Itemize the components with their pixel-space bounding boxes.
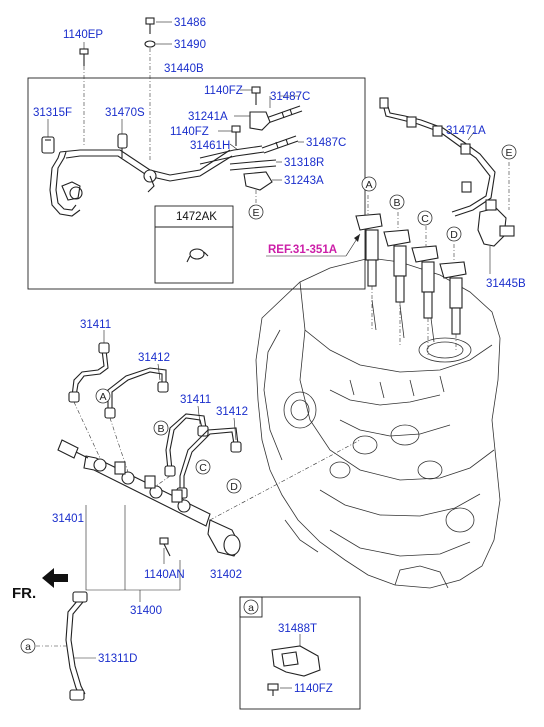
common-rail-31400 [83, 455, 211, 527]
label-1140fz-c: 1140FZ [294, 683, 333, 695]
label-31412-b: 31412 [216, 406, 248, 418]
svg-text:C: C [199, 462, 207, 474]
return-hose-31440b [49, 149, 233, 217]
bolt-1140fz-b-icon [231, 125, 241, 146]
marker-B-top: B [389, 194, 405, 210]
label-31488t: 31488T [278, 623, 317, 635]
label-1140ep: 1140EP [63, 29, 103, 41]
injector-b [383, 229, 411, 303]
detail-a-header [239, 596, 263, 618]
label-31243a: 31243A [284, 175, 324, 187]
clip-1472ak-icon [186, 248, 209, 263]
label-31401: 31401 [52, 513, 84, 525]
label-1140an: 1140AN [144, 569, 185, 581]
label-31445b: 31445B [486, 278, 526, 290]
label-31318r: 31318R [284, 157, 324, 169]
label-1140fz-a: 1140FZ [204, 85, 243, 97]
svg-text:E: E [505, 147, 512, 159]
valve-31402-icon [207, 519, 241, 557]
marker-D-top: D [446, 226, 462, 242]
marker-C-pipe: C [195, 459, 211, 475]
svg-text:A: A [365, 179, 372, 191]
hose-31487c-upper [265, 105, 303, 124]
svg-text:a: a [248, 602, 254, 614]
engine-block [255, 257, 501, 589]
ref-arrowhead [354, 234, 360, 242]
injector-d [439, 261, 467, 335]
svg-text:a: a [25, 641, 31, 653]
injector-a [355, 213, 383, 287]
label-31461h: 31461H [190, 140, 230, 152]
bracket-31488t-icon [271, 645, 321, 677]
marker-D-pipe: D [226, 478, 242, 494]
marker-A-pipe: A [95, 388, 111, 404]
marker-a-box: a [243, 599, 259, 615]
label-31486: 31486 [174, 17, 206, 29]
label-31487c-b: 31487C [306, 137, 346, 149]
bolt-1140fz-c-icon [267, 683, 279, 696]
label-31471a: 31471A [446, 125, 486, 137]
part-1472ak-box [154, 205, 234, 284]
svg-text:B: B [157, 423, 164, 435]
label-31487c-a: 31487C [270, 91, 310, 103]
label-1472ak: 1472AK [176, 211, 217, 223]
marker-A-top: A [361, 176, 377, 192]
svg-text:A: A [99, 391, 106, 403]
pipe-31311d [65, 591, 88, 701]
bracket-31241a-icon [249, 111, 271, 131]
label-31411-a: 31411 [80, 319, 111, 331]
marker-E-right: E [501, 144, 517, 160]
bolt-1140ep-icon [79, 42, 89, 146]
label-31311d: 31311D [98, 653, 137, 665]
svg-text:E: E [252, 207, 259, 219]
ref-label: REF.31-351A [268, 244, 337, 256]
label-31241a: 31241A [188, 111, 228, 123]
bracket-31243a-icon [243, 171, 273, 191]
svg-text:D: D [230, 481, 238, 493]
hose-31487c-lower [261, 135, 299, 154]
svg-text:C: C [421, 213, 429, 225]
label-31315f: 31315F [33, 107, 72, 119]
hose-31461h [199, 145, 265, 165]
valve-31445b-icon [477, 199, 515, 247]
bolt-1140fz-a-icon [251, 86, 261, 105]
clip-31315f-icon [41, 136, 55, 154]
marker-E-box: E [248, 204, 264, 220]
pipe-31411-b [164, 413, 209, 477]
label-31490: 31490 [174, 39, 206, 51]
front-label: FR. [12, 585, 36, 602]
label-1140fz-b: 1140FZ [170, 126, 209, 138]
label-31470s: 31470S [105, 107, 145, 119]
label-31402: 31402 [210, 569, 242, 581]
washer-31490-icon [144, 40, 156, 48]
svg-text:D: D [450, 229, 458, 241]
bolt-31486-icon [145, 17, 155, 34]
label-31400: 31400 [130, 605, 162, 617]
label-31440b: 31440B [164, 63, 204, 75]
front-arrow [42, 568, 68, 588]
marker-B-pipe: B [153, 420, 169, 436]
label-31411-b: 31411 [180, 394, 211, 406]
sensor-31470s-icon [117, 133, 128, 158]
svg-text:B: B [393, 197, 400, 209]
sensor-31401-icon [57, 439, 89, 459]
marker-C-top: C [417, 210, 433, 226]
marker-a-pipe: a [20, 638, 36, 654]
label-31412-a: 31412 [138, 352, 170, 364]
bolt-1140an-icon [159, 537, 171, 557]
return-line-31471a [379, 97, 496, 217]
detail-a-box [239, 596, 361, 710]
pipe-31412-a [104, 367, 169, 419]
injector-c [411, 245, 439, 319]
hose-31318r [229, 159, 277, 171]
